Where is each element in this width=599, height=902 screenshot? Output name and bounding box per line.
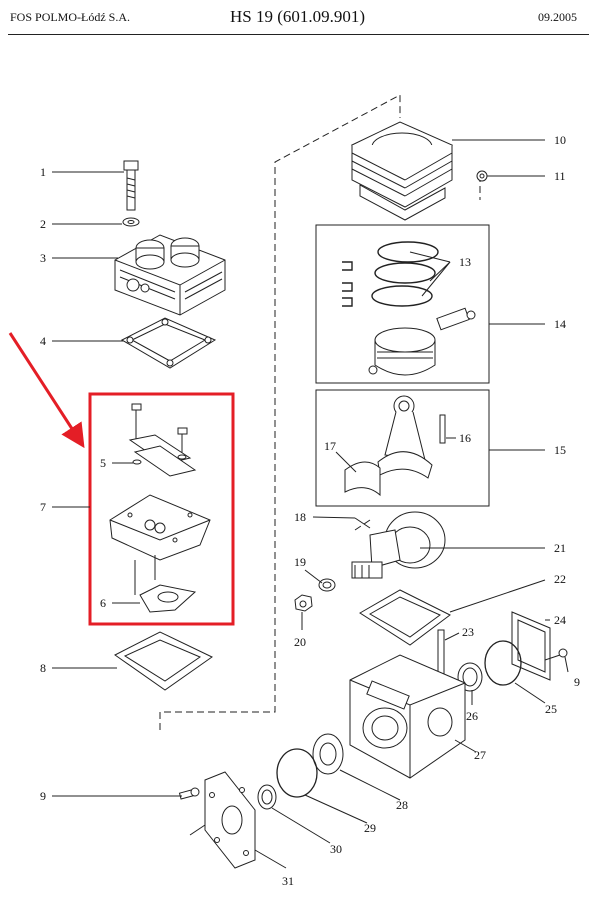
callout-7: 7 — [40, 500, 46, 514]
highlight-arrow — [8, 332, 85, 449]
callout-2: 2 — [40, 217, 46, 231]
callout-25: 25 — [545, 702, 557, 716]
part-base-gasket — [114, 631, 213, 691]
callout-29: 29 — [364, 821, 376, 835]
part-seal-30 — [257, 784, 277, 810]
callout-6: 6 — [100, 596, 106, 610]
callout-5: 5 — [100, 456, 106, 470]
piston-group-box — [315, 224, 490, 384]
reed-valve-kit-drawing — [109, 403, 211, 613]
callout-9-right: 9 — [574, 675, 580, 689]
part-bearing — [312, 733, 344, 775]
callout-22: 22 — [554, 572, 566, 586]
callout-23: 23 — [462, 625, 474, 639]
part-crankcase — [349, 654, 466, 779]
part-cylinder-head — [114, 234, 226, 316]
callout-28: 28 — [396, 798, 408, 812]
part-o-ring-25 — [484, 640, 522, 686]
part-piston-rings — [342, 241, 439, 307]
part-washer-19 — [318, 578, 336, 592]
callout-16: 16 — [459, 431, 471, 445]
highlight-box — [88, 392, 235, 626]
callout-15: 15 — [554, 443, 566, 457]
part-piston — [368, 307, 476, 376]
callout-13: 13 — [459, 255, 471, 269]
part-washer — [122, 217, 140, 227]
callout-labels: 1 2 3 4 5 6 7 8 9 10 11 13 14 15 16 17 1… — [40, 133, 580, 888]
part-bolt-9-left — [178, 787, 200, 800]
header-rule — [8, 34, 589, 35]
part-cylinder — [350, 121, 454, 221]
part-connecting-rod — [344, 395, 446, 497]
callout-8: 8 — [40, 661, 46, 675]
callout-3: 3 — [40, 251, 46, 265]
part-o-ring-29 — [276, 748, 318, 798]
callout-4: 4 — [40, 334, 46, 348]
conrod-group-box — [315, 389, 490, 507]
callout-1: 1 — [40, 165, 46, 179]
callout-10: 10 — [554, 133, 566, 147]
leader-lines — [52, 139, 569, 869]
part-side-cover — [511, 611, 551, 681]
part-nut-small — [476, 170, 488, 182]
part-flange — [204, 771, 256, 869]
part-nut-20 — [294, 594, 313, 612]
drawing-title: HS 19 (601.09.901) — [230, 7, 366, 26]
callout-26: 26 — [466, 709, 478, 723]
callout-30: 30 — [330, 842, 342, 856]
callout-14: 14 — [554, 317, 566, 331]
part-bolt — [123, 160, 139, 211]
callout-11: 11 — [554, 169, 566, 183]
callout-9-left: 9 — [40, 789, 46, 803]
callout-19: 19 — [294, 555, 306, 569]
part-head-gasket — [120, 317, 217, 369]
callout-20: 20 — [294, 635, 306, 649]
callout-24: 24 — [554, 613, 566, 627]
drawing-date: 09.2005 — [538, 10, 577, 24]
part-crankcase-gasket — [359, 589, 451, 646]
callout-18: 18 — [294, 510, 306, 524]
callout-17: 17 — [324, 439, 336, 453]
part-bolt-9-right — [544, 648, 568, 661]
callout-21: 21 — [554, 541, 566, 555]
part-crankshaft — [351, 511, 446, 579]
callout-27: 27 — [474, 748, 486, 762]
company-name: FOS POLMO-Łódź S.A. — [10, 10, 131, 24]
callout-31: 31 — [282, 874, 294, 888]
